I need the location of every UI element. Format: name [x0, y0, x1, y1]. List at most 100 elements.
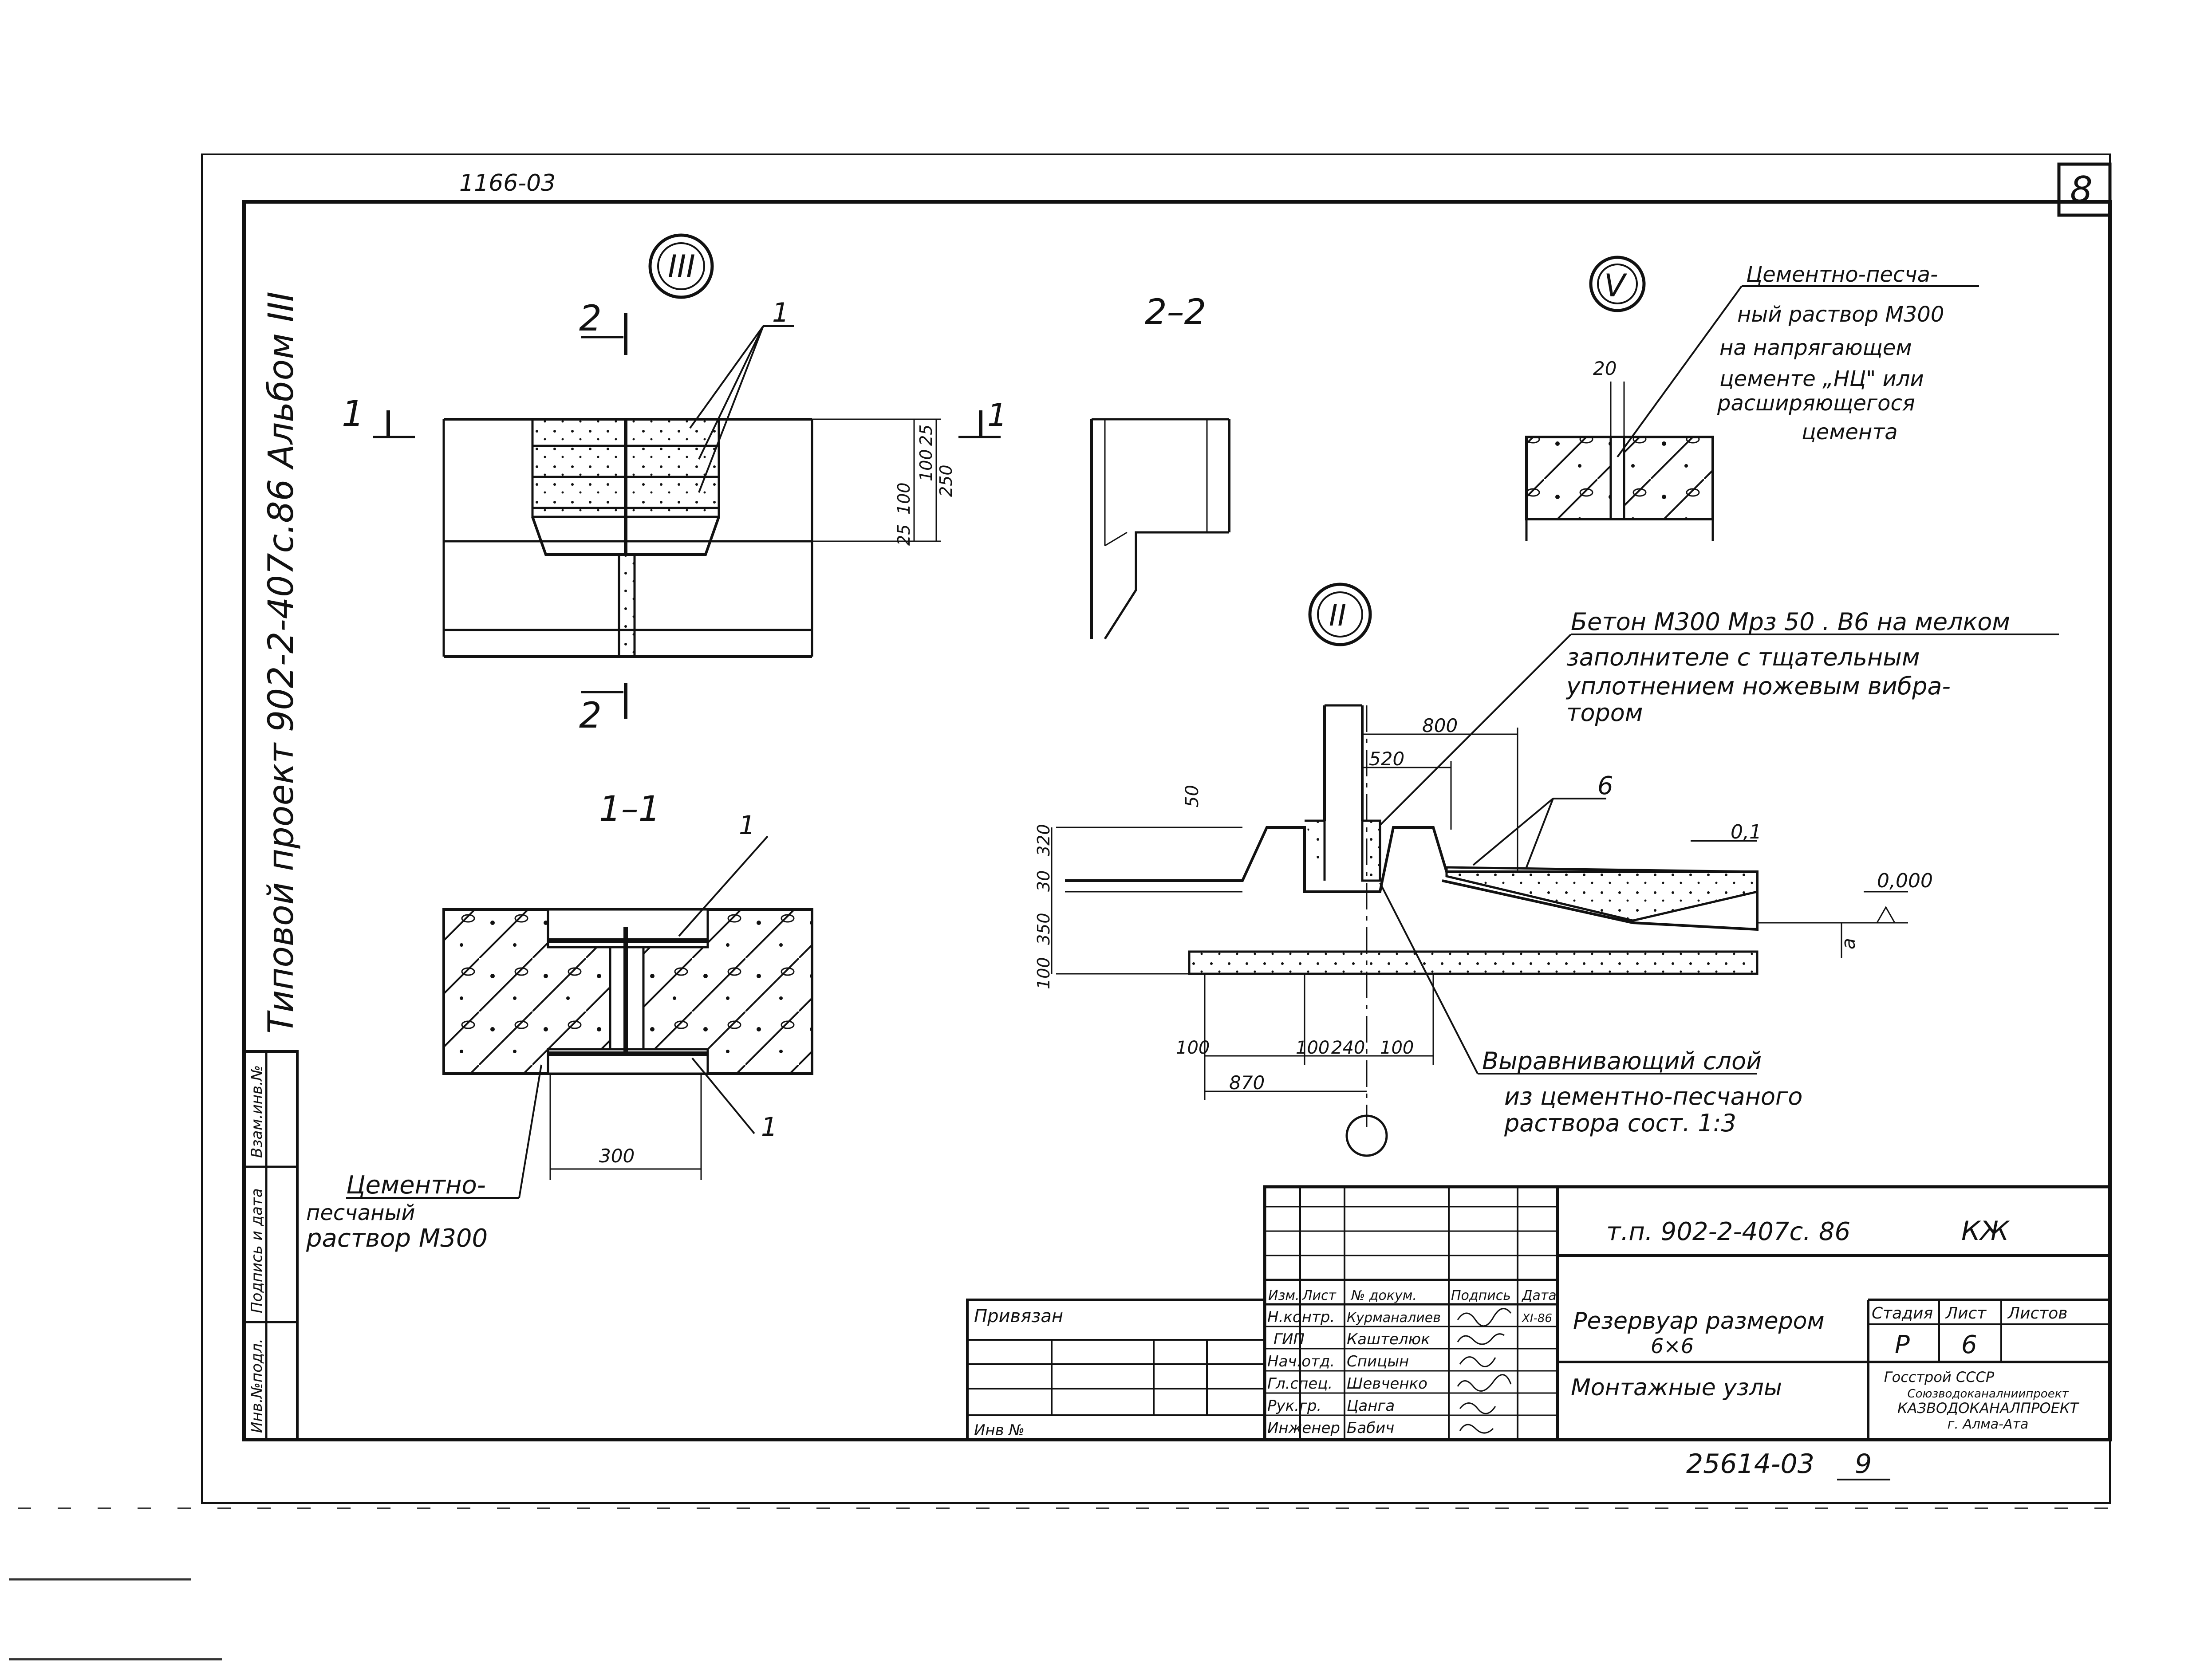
note-V-line-1: Цементно-песча-: [1746, 262, 1938, 287]
note-concrete-line-4: тором: [1566, 699, 1643, 727]
note-mortar-line-3: раствор М300: [306, 1224, 488, 1253]
header-date: Дата: [1521, 1288, 1557, 1303]
dim-320: 320: [1034, 824, 1053, 856]
side-title: Типовой проект 902-2-407с.86 Альбом III: [261, 291, 301, 1034]
note-V-line-3: на напрягающем: [1719, 335, 1912, 360]
org-line-3: КАЗВОДОКАНАЛПРОЕКТ: [1897, 1400, 2080, 1417]
note-mortar-line-2: песчаный: [306, 1200, 415, 1225]
staff-role-2: ГИП: [1274, 1330, 1305, 1348]
slope-value: 0,1: [1731, 821, 1762, 843]
stamp-cell-inv: Инв.№подл.: [248, 1338, 266, 1433]
sheet-label: Лист: [1945, 1304, 1987, 1323]
cut-1-left-label: 1: [342, 393, 364, 434]
staff-rows: Н.контр. Курманалиев XI-86 ГИП Каштелюк …: [1267, 1308, 1552, 1437]
section-1-1-view: [346, 835, 813, 1199]
staff-name-1: Курманалиев: [1347, 1310, 1441, 1326]
object-name: Резервуар размером: [1573, 1308, 1825, 1334]
bound-label: Привязан: [974, 1306, 1063, 1326]
node-III-label: III: [668, 248, 695, 285]
doc-mark: КЖ: [1961, 1216, 2010, 1247]
sheet-title: Монтажные узлы: [1571, 1374, 1782, 1401]
inv-label: Инв №: [974, 1421, 1025, 1439]
sheet-number: 8: [2070, 169, 2093, 210]
header-list: Лист: [1302, 1288, 1337, 1303]
dim-100b: 100: [894, 482, 914, 515]
section-2-2-label: 2–2: [1145, 292, 1206, 332]
dim-300: 300: [599, 1145, 635, 1167]
archive-number: 25614-03: [1686, 1448, 1814, 1480]
dim-520: 520: [1369, 748, 1404, 770]
staff-role-6: Инженер: [1267, 1419, 1340, 1437]
org-line-2: Союзводоканалниипроект: [1907, 1387, 2069, 1401]
cut-1-right-label: 1: [987, 397, 1007, 433]
note-concrete-line-1: Бетон М300 Мрз 50 . В6 на мелком: [1571, 608, 2010, 636]
node-III-view: [442, 233, 941, 658]
sheets-label: Листов: [2007, 1304, 2067, 1323]
node-V-view: [1525, 256, 1979, 541]
staff-header: Изм. Лист № докум. Подпись Дата: [1268, 1288, 1557, 1303]
staff-date-1: XI-86: [1521, 1312, 1552, 1325]
org-line-1: Госстрой СССР: [1884, 1369, 1995, 1385]
dim-100-left: 100: [1034, 957, 1053, 989]
level-value: 0,000: [1877, 870, 1933, 892]
dim-100a: 100: [916, 449, 936, 481]
staff-name-2: Каштелюк: [1347, 1330, 1430, 1348]
staff-name-6: Бабич: [1347, 1419, 1394, 1437]
project-code: т.п. 902-2-407с. 86: [1606, 1217, 1850, 1246]
cut-2-bottom-label: 2: [579, 695, 602, 736]
stage-value: Р: [1895, 1330, 1910, 1359]
pos-1-sec-top: 1: [739, 810, 755, 840]
note-leveling-line-3: раствора сост. 1:3: [1504, 1109, 1736, 1137]
note-mortar-line-1: Цементно-: [346, 1171, 486, 1200]
note-concrete: Бетон М300 Мрз 50 . В6 на мелком заполни…: [1565, 608, 2010, 727]
dim-a: а: [1837, 938, 1859, 949]
pos-1-top: 1: [772, 297, 789, 328]
dim-20: 20: [1593, 358, 1617, 379]
staff-name-3: Спицын: [1347, 1353, 1409, 1370]
stamp-cell-sign: Подпись и дата: [248, 1188, 266, 1313]
dim-350: 350: [1034, 913, 1053, 945]
note-leveling: Выравнивающий слой из цементно-песчаного…: [1482, 1047, 1802, 1137]
note-mortar: Цементно- песчаный раствор М300: [306, 1171, 488, 1253]
node-V-label: V: [1604, 268, 1627, 304]
signatures: [1457, 1308, 1512, 1434]
note-concrete-line-2: заполнителе с тщательным: [1566, 643, 1920, 671]
cut-2-top-label: 2: [579, 298, 602, 339]
dim-870: 870: [1229, 1072, 1265, 1094]
staff-role-1: Н.контр.: [1267, 1308, 1335, 1326]
staff-role-5: Рук.гр.: [1267, 1397, 1321, 1415]
note-V-line-5: расширяющегося: [1717, 391, 1915, 416]
staff-name-4: Шевченко: [1347, 1375, 1427, 1393]
cut-marks-2: [373, 313, 1001, 719]
note-V: Цементно-песча- ный раствор М300 на напр…: [1717, 262, 1944, 445]
note-leveling-line-1: Выравнивающий слой: [1482, 1047, 1762, 1075]
note-V-line-6: цемента: [1802, 420, 1898, 445]
title-block: [966, 1185, 2112, 1441]
dim-25a: 25: [916, 425, 936, 446]
dim-800: 800: [1422, 715, 1458, 736]
dim-100-bot-a: 100: [1176, 1038, 1210, 1058]
note-leveling-line-2: из цементно-песчаного: [1504, 1082, 1802, 1110]
header-izm: Изм.: [1268, 1288, 1300, 1303]
node-II-view: [1051, 583, 2059, 1157]
section-2-2-view: [1090, 418, 1230, 640]
staff-role-3: Нач.отд.: [1267, 1353, 1335, 1370]
dim-30: 30: [1034, 870, 1053, 892]
archive-sheet: 9: [1855, 1448, 1872, 1480]
left-stamp-strip: Инв.№подл. Подпись и дата Взам.инв.№: [243, 1050, 299, 1441]
dim-100-bot-c: 100: [1380, 1038, 1414, 1058]
stage-label: Стадия: [1872, 1304, 1933, 1323]
staff-role-4: Гл.спец.: [1267, 1375, 1333, 1393]
node-II-label: II: [1329, 598, 1346, 633]
object-size: 6×6: [1651, 1334, 1694, 1358]
note-V-line-4: цементе „НЦ" или: [1719, 366, 1924, 391]
dim-100-bot-b: 100: [1296, 1038, 1329, 1058]
dim-25b: 25: [894, 524, 914, 546]
header-sign: Подпись: [1451, 1288, 1511, 1303]
org-line-4: г. Алма-Ата: [1948, 1417, 2029, 1432]
album-code: 1166-03: [459, 170, 556, 197]
pos-1-sec-bottom: 1: [761, 1112, 777, 1142]
pos-6: 6: [1597, 771, 1613, 800]
note-V-line-2: ный раствор М300: [1737, 302, 1944, 327]
